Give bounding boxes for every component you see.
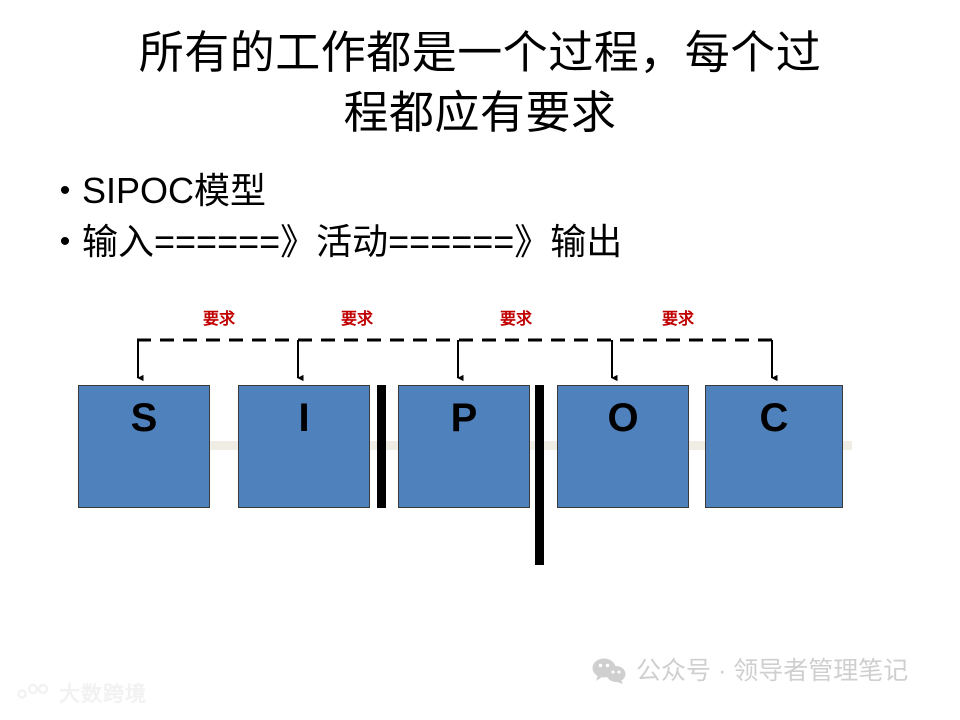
requirement-label: 要求	[202, 311, 236, 328]
wechat-watermark-text: 公众号 · 领导者管理笔记	[636, 656, 909, 685]
bullet-list: • SIPOC模型 • 输入======》活动======》输出	[48, 168, 868, 270]
sipoc-box-customer[interactable]: C	[705, 385, 843, 508]
sipoc-box-letter: O	[607, 396, 639, 440]
sipoc-box-letter: P	[450, 396, 478, 440]
brand-watermark-text: 大数跨境	[59, 682, 147, 706]
sipoc-box-input[interactable]: I	[238, 385, 370, 508]
list-item: • SIPOC模型	[48, 168, 868, 215]
sipoc-box-letter: C	[759, 396, 789, 440]
sipoc-box-process[interactable]: P	[398, 385, 530, 508]
sipoc-box-supplier[interactable]: S	[78, 385, 210, 508]
brand-watermark: 大数跨境	[8, 683, 147, 705]
list-item: • 输入======》活动======》输出	[48, 219, 868, 266]
sipoc-box-letter: I	[298, 396, 310, 440]
box-connector	[525, 441, 565, 450]
box-connector	[365, 441, 405, 450]
process-divider-left	[377, 385, 386, 508]
sipoc-box-output[interactable]: O	[557, 385, 689, 508]
bullet-marker-icon: •	[59, 224, 71, 258]
requirement-label: 要求	[340, 311, 374, 328]
sipoc-box-letter: S	[130, 396, 158, 440]
requirement-label: 要求	[661, 311, 695, 328]
box-connector	[683, 441, 715, 450]
box-connector	[838, 441, 852, 450]
list-item-label: 输入======》活动======》输出	[82, 220, 623, 262]
brand-logo-icon	[14, 683, 49, 702]
wechat-watermark: 公众号 · 领导者管理笔记	[592, 658, 908, 684]
requirement-label: 要求	[499, 311, 533, 328]
bullet-marker-icon: •	[59, 174, 71, 207]
box-connector	[205, 441, 245, 450]
page-title: 所有的工作都是一个过程，每个过 程都应有要求	[138, 28, 822, 138]
wechat-icon	[592, 658, 626, 684]
process-divider-right	[535, 385, 544, 565]
list-item-label: SIPOC模型	[82, 170, 267, 211]
